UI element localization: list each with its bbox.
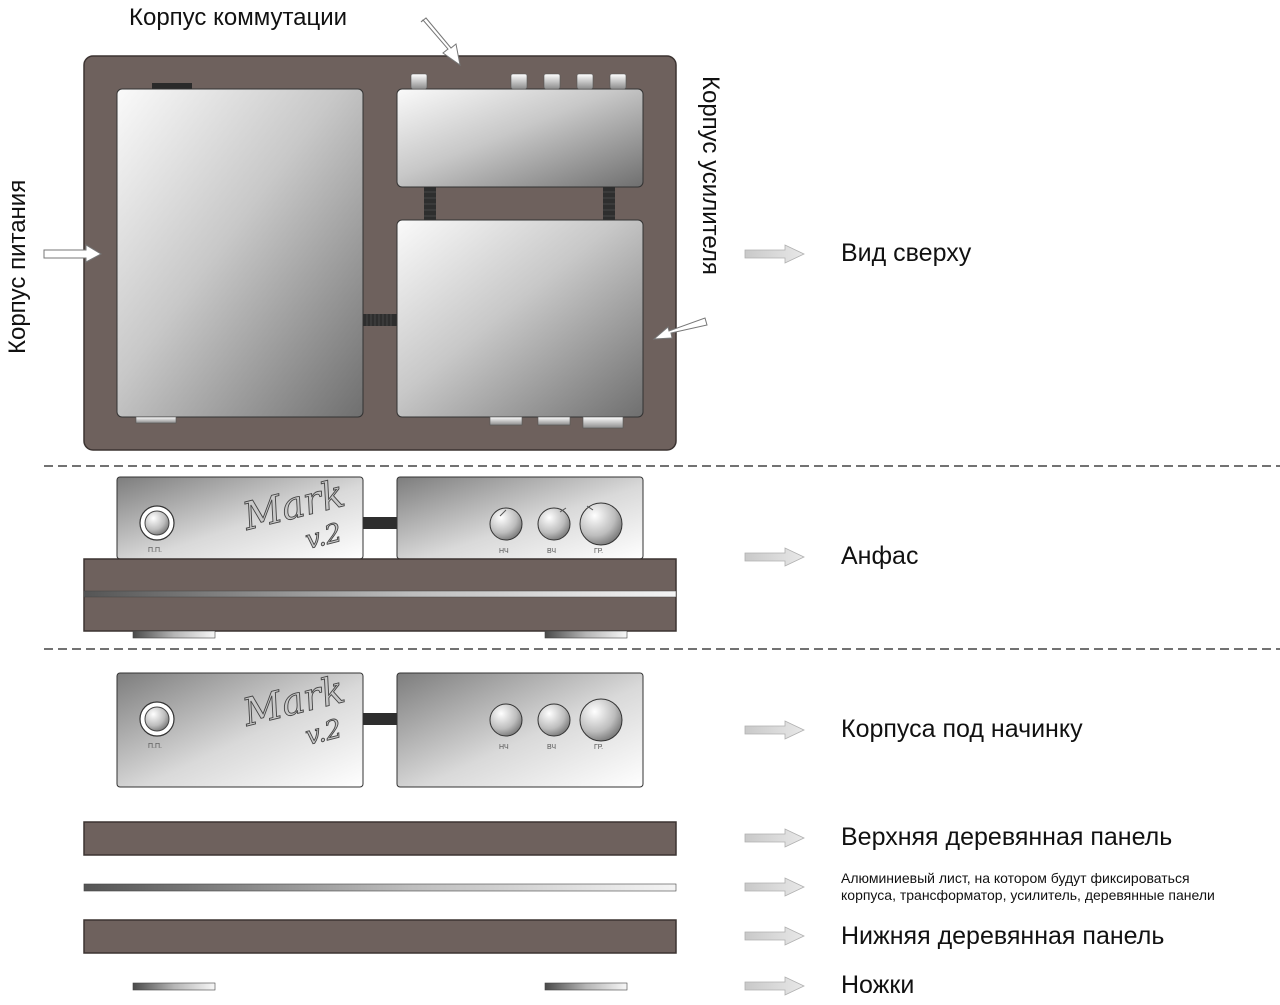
knob-nch-label: НЧ <box>499 548 509 555</box>
knob-vch-label-exploded: ВЧ <box>547 744 556 751</box>
amplifier-case-exploded <box>396 672 644 788</box>
caption-top-view: Вид сверху <box>841 239 972 267</box>
amplifier-front-knobs-top <box>489 416 624 429</box>
connector-tab <box>152 83 192 89</box>
right-arrows <box>744 244 805 996</box>
knob-volume-label: ГР. <box>594 548 603 555</box>
arrow-top-view <box>744 244 805 264</box>
caption-lower-panel: Нижняя деревянная панель <box>841 922 1164 950</box>
pointer-arrow-usilitelya <box>652 317 708 340</box>
power-button-exploded <box>144 706 170 732</box>
knob-volume-exploded <box>579 698 623 742</box>
knob-volume <box>579 502 623 546</box>
caption-legs: Ножки <box>841 971 914 999</box>
power-case-foot <box>135 416 177 424</box>
right-captions: Вид сверху Анфас Корпуса под начинку Вер… <box>841 239 1215 999</box>
caption-cases: Корпуса под начинку <box>841 715 1083 743</box>
arrow-legs <box>744 976 805 996</box>
label-korpus-pitaniya: Корпус питания <box>4 180 31 354</box>
knob-nch <box>489 507 523 541</box>
knob-nch-label-exploded: НЧ <box>499 744 509 751</box>
knob-nch-exploded <box>489 703 523 737</box>
knob-vch-exploded <box>537 703 571 737</box>
arrow-cases <box>744 720 805 740</box>
cable-strap-vertical-left <box>424 187 436 220</box>
front-view: П.П. Mark v.2 НЧ ВЧ ГР. <box>83 471 677 639</box>
caption-aluminium-line1: Алюминиевый лист, на котором будут фикси… <box>841 870 1190 886</box>
leg-front-right <box>544 630 628 639</box>
arrow-lower-panel <box>744 926 805 946</box>
lower-wood-panel <box>83 919 677 954</box>
cable-strap-front <box>363 517 397 529</box>
amplifier-case-top <box>396 219 644 418</box>
pointer-arrow-pitaniya <box>43 244 103 263</box>
leg-front-left <box>132 630 216 639</box>
power-supply-case-top <box>116 88 364 418</box>
leg-right <box>544 982 628 991</box>
knob-vch <box>537 507 571 541</box>
switching-connectors <box>410 73 627 90</box>
caption-aluminium-line2: корпуса, трансформатор, усилитель, дерев… <box>841 887 1215 903</box>
arrow-upper-panel <box>744 828 805 848</box>
label-korpus-usilitelya: Корпус усилителя <box>697 76 724 275</box>
arrow-front-view <box>744 547 805 567</box>
switching-case-top <box>396 88 644 188</box>
power-case-exploded <box>116 672 364 788</box>
caption-upper-panel: Верхняя деревянная панель <box>841 823 1172 851</box>
cable-strap-horizontal <box>363 314 397 326</box>
pointer-arrow-kommutatsii <box>420 17 461 67</box>
power-button-label-exploded: П.П. <box>148 743 162 750</box>
power-button-label: П.П. <box>148 547 162 554</box>
knob-vch-label: ВЧ <box>547 548 556 555</box>
caption-front-view: Анфас <box>841 542 918 570</box>
upper-wood-panel <box>83 821 677 856</box>
leg-left <box>132 982 216 991</box>
top-view: Корпус коммутации Корпус питания Корпус … <box>4 4 724 451</box>
aluminium-sheet-front <box>83 590 677 598</box>
exploded-view: П.П. Mark v.2 НЧ ВЧ ГР. <box>83 667 677 991</box>
aluminium-sheet <box>83 883 677 892</box>
knob-volume-label-exploded: ГР. <box>594 744 603 751</box>
cable-strap-vertical-right <box>603 187 615 220</box>
cable-strap-exploded <box>363 713 397 725</box>
arrow-aluminium <box>744 877 805 897</box>
label-korpus-kommutatsii: Корпус коммутации <box>129 4 347 31</box>
